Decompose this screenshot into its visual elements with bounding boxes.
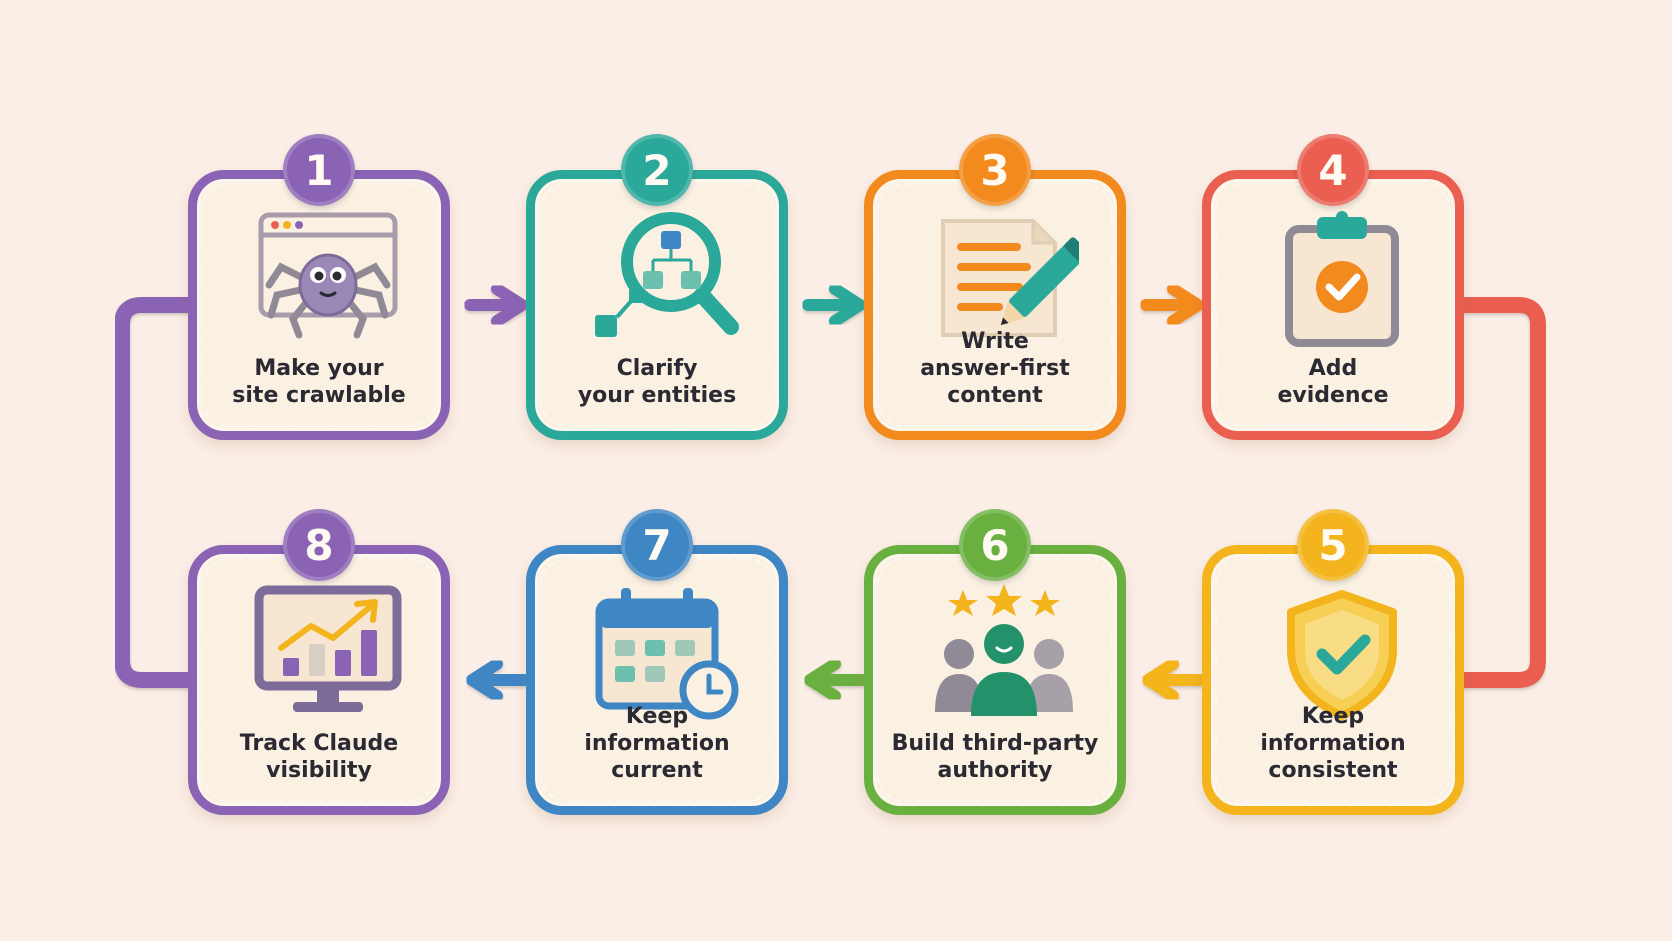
arrow-7-to-8 (466, 658, 530, 702)
step-card-4: 4 Add evidence (1202, 134, 1464, 440)
shield-check-icon (1267, 582, 1417, 722)
people-stars-icon (929, 582, 1079, 722)
clipboard-check-icon (1267, 207, 1417, 347)
arrow-6-to-7 (804, 658, 868, 702)
connector-4-to-5 (1454, 297, 1546, 688)
document-pencil-icon (929, 207, 1089, 347)
step-number-badge: 5 (1297, 509, 1369, 581)
step-number-badge: 3 (959, 134, 1031, 206)
connector-8-to-1 (114, 297, 196, 688)
arrow-5-to-6 (1142, 658, 1206, 702)
step-number-badge: 6 (959, 509, 1031, 581)
step-label: Clarify your entities (577, 356, 737, 408)
step-card-6: 6 Build third-party authority (864, 509, 1126, 815)
step-label: Keep information current (584, 704, 730, 783)
step-number-badge: 7 (621, 509, 693, 581)
step-label: Track Claude visibility (239, 731, 399, 783)
magnifier-entities-icon (591, 207, 741, 347)
step-number-badge: 8 (283, 509, 355, 581)
step-label: Keep information consistent (1260, 704, 1406, 783)
step-number-badge: 4 (1297, 134, 1369, 206)
monitor-chart-icon (253, 582, 403, 722)
step-number-badge: 1 (283, 134, 355, 206)
step-label: Build third-party authority (891, 731, 1099, 783)
spider-browser-icon (253, 207, 403, 347)
step-card-8: 8 Track Claude visibility (188, 509, 450, 815)
arrow-3-to-4 (1140, 283, 1204, 327)
calendar-clock-icon (591, 582, 741, 722)
step-card-1: 1 (188, 134, 450, 440)
step-card-3: 3 Write answer-first content (864, 134, 1126, 440)
step-label: Write answer-first content (920, 329, 1070, 408)
step-number-badge: 2 (621, 134, 693, 206)
step-card-7: 7 Keep information current (526, 509, 788, 815)
step-card-5: 5 Keep information consistent (1202, 509, 1464, 815)
step-label: Make your site crawlable (232, 356, 406, 408)
step-label: Add evidence (1277, 356, 1389, 408)
arrow-1-to-2 (464, 283, 528, 327)
arrow-2-to-3 (802, 283, 866, 327)
step-card-2: 2 Clarify your entities (526, 134, 788, 440)
